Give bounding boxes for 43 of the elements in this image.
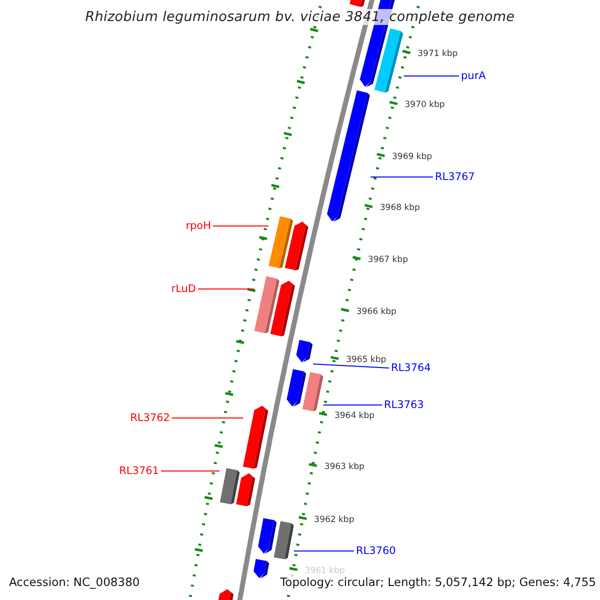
gene-block [374, 28, 404, 94]
scale-label: 3971 kbp [418, 49, 458, 60]
gene-label: RL3762 [130, 411, 170, 425]
gene-feature [270, 278, 296, 338]
footer-text: Topology: circular; Length: 5,057,142 bp; Genes: 4,755 [280, 574, 596, 590]
leader-line [312, 363, 390, 368]
scale-label: 3967 kbp [368, 255, 408, 266]
scale-label: 3966 kbp [356, 307, 396, 318]
gene-feature [236, 472, 256, 506]
gene-label: RL3767 [435, 170, 475, 184]
gene-label: RL3764 [391, 361, 431, 375]
leader-line [293, 550, 354, 552]
gene-block [273, 520, 294, 560]
gene-block [254, 276, 280, 334]
leader-line [160, 470, 220, 472]
gene-feature [286, 368, 307, 408]
gene-block [268, 216, 294, 270]
gene-label: RL3760 [356, 544, 396, 558]
scale-label: 3969 kbp [392, 152, 432, 163]
leader-line [198, 288, 255, 290]
gene-label: RL3761 [119, 464, 159, 478]
scale-label: 3963 kbp [324, 462, 364, 473]
leader-line [322, 404, 382, 406]
scale-label: 3965 kbp [346, 355, 386, 366]
gene-feature [294, 340, 314, 364]
gene-label: rLuD [171, 282, 196, 296]
footer-text: Accession: NC_008380 [9, 574, 140, 590]
gene-feature [243, 404, 270, 470]
gene-label: RL3763 [384, 398, 424, 412]
scale-label: 3970 kbp [404, 100, 445, 111]
scale-label: 3968 kbp [380, 203, 420, 214]
gene-feature [326, 90, 371, 224]
gene-block [302, 372, 324, 412]
scale-label: 3962 kbp [314, 515, 354, 526]
gene-feature [257, 518, 278, 554]
gene-feature [285, 220, 310, 272]
gene-block [220, 468, 240, 504]
gene-label: rpoH [186, 219, 211, 233]
title: Rhizobium leguminosarum bv. viciae 3841, complete genome [85, 9, 515, 25]
scale-label: 3964 kbp [334, 411, 375, 422]
gene-label: purA [461, 69, 486, 83]
gene-feature [252, 558, 270, 580]
leader-line [370, 176, 434, 178]
